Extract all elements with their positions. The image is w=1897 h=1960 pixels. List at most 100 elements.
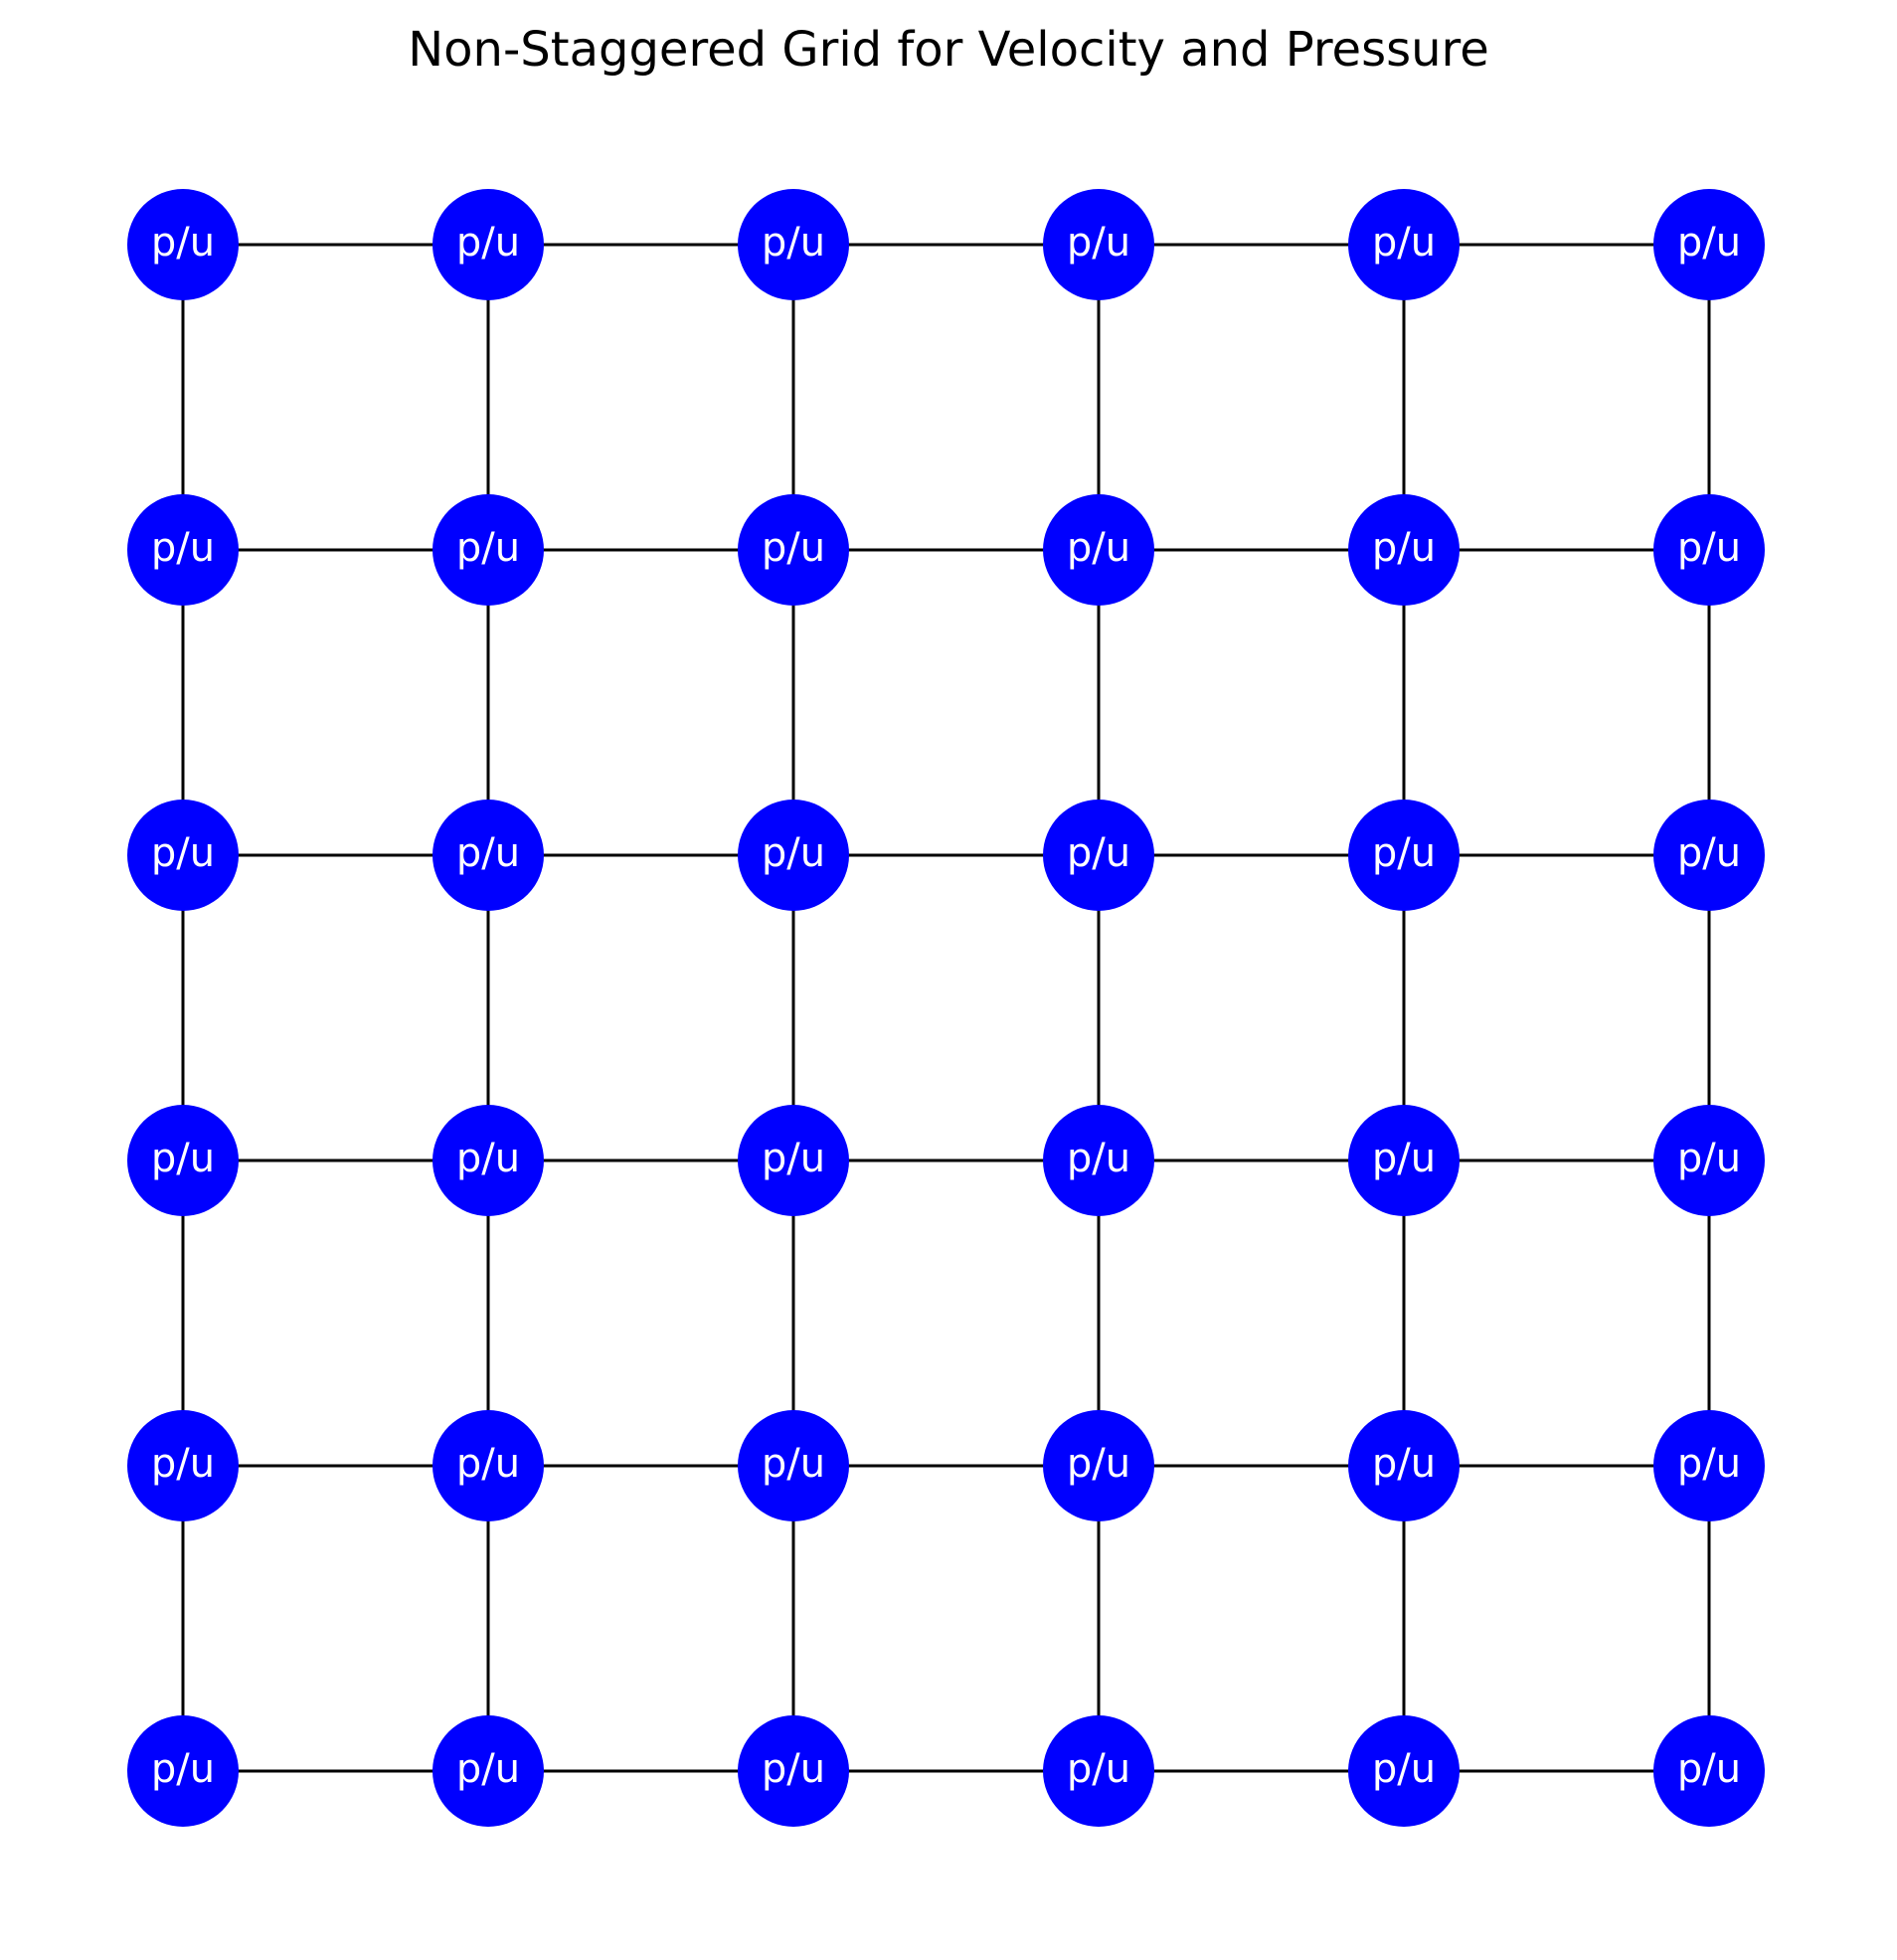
- grid-node: p/u: [1348, 189, 1460, 300]
- grid-node: p/u: [1043, 800, 1154, 911]
- node-label: p/u: [1372, 1746, 1436, 1792]
- node-circle: [1043, 1105, 1154, 1216]
- node-circle: [1348, 1715, 1460, 1827]
- grid-node: p/u: [1348, 1105, 1460, 1216]
- grid-node: p/u: [1348, 1715, 1460, 1827]
- grid-node: p/u: [1653, 1715, 1765, 1827]
- node-label: p/u: [1677, 220, 1741, 266]
- node-circle: [1653, 1715, 1765, 1827]
- node-circle: [432, 1410, 544, 1521]
- grid-node: p/u: [1348, 800, 1460, 911]
- node-label: p/u: [456, 1136, 520, 1181]
- node-circle: [1653, 1105, 1765, 1216]
- grid-node: p/u: [1653, 189, 1765, 300]
- node-circle: [127, 1105, 239, 1216]
- node-circle: [1653, 800, 1765, 911]
- node-label: p/u: [456, 1746, 520, 1792]
- grid-node: p/u: [432, 800, 544, 911]
- grid-node: p/u: [1043, 1410, 1154, 1521]
- node-circle: [432, 189, 544, 300]
- node-label: p/u: [762, 830, 825, 876]
- node-label: p/u: [1677, 525, 1741, 571]
- node-circle: [738, 1715, 849, 1827]
- node-circle: [432, 494, 544, 606]
- node-label: p/u: [1067, 1441, 1130, 1487]
- node-label: p/u: [1677, 1441, 1741, 1487]
- node-label: p/u: [1372, 1136, 1436, 1181]
- grid-node: p/u: [1653, 494, 1765, 606]
- grid-node: p/u: [127, 1105, 239, 1216]
- grid-node: p/u: [432, 1715, 544, 1827]
- grid-node: p/u: [1653, 1105, 1765, 1216]
- grid-node: p/u: [432, 189, 544, 300]
- node-circle: [1348, 189, 1460, 300]
- node-label: p/u: [151, 830, 215, 876]
- node-circle: [1043, 800, 1154, 911]
- node-label: p/u: [762, 1746, 825, 1792]
- node-circle: [738, 1410, 849, 1521]
- node-label: p/u: [1372, 830, 1436, 876]
- node-label: p/u: [762, 220, 825, 266]
- node-label: p/u: [1067, 525, 1130, 571]
- grid-nodes: p/u p/u p/u p/u p/u p/u p/u p/u p/u p/u p/u p/u p/u p…: [127, 189, 1765, 1827]
- node-label: p/u: [1067, 1136, 1130, 1181]
- node-label: p/u: [1677, 1746, 1741, 1792]
- diagram-title: Non-Staggered Grid for Velocity and Pres…: [408, 22, 1489, 78]
- node-circle: [738, 1105, 849, 1216]
- grid-node: p/u: [432, 1105, 544, 1216]
- node-label: p/u: [762, 1136, 825, 1181]
- node-circle: [1043, 189, 1154, 300]
- node-circle: [738, 189, 849, 300]
- node-circle: [738, 800, 849, 911]
- grid-node: p/u: [1348, 494, 1460, 606]
- node-label: p/u: [456, 525, 520, 571]
- grid-node: p/u: [738, 189, 849, 300]
- node-circle: [1653, 1410, 1765, 1521]
- node-circle: [1348, 800, 1460, 911]
- grid-node: p/u: [738, 800, 849, 911]
- node-circle: [1348, 1410, 1460, 1521]
- node-circle: [1653, 494, 1765, 606]
- node-circle: [127, 1410, 239, 1521]
- node-circle: [127, 800, 239, 911]
- grid-node: p/u: [432, 1410, 544, 1521]
- node-label: p/u: [456, 220, 520, 266]
- node-label: p/u: [151, 1136, 215, 1181]
- node-circle: [738, 494, 849, 606]
- node-label: p/u: [151, 525, 215, 571]
- grid-node: p/u: [738, 1105, 849, 1216]
- grid-node: p/u: [738, 494, 849, 606]
- grid-node: p/u: [127, 1410, 239, 1521]
- node-circle: [1043, 1410, 1154, 1521]
- node-label: p/u: [1372, 220, 1436, 266]
- node-circle: [127, 189, 239, 300]
- node-label: p/u: [1067, 830, 1130, 876]
- grid-node: p/u: [1348, 1410, 1460, 1521]
- grid-node: p/u: [738, 1410, 849, 1521]
- node-label: p/u: [456, 1441, 520, 1487]
- grid-node: p/u: [432, 494, 544, 606]
- node-circle: [432, 1105, 544, 1216]
- node-label: p/u: [151, 1746, 215, 1792]
- node-label: p/u: [1372, 1441, 1436, 1487]
- grid-node: p/u: [1043, 494, 1154, 606]
- node-circle: [1348, 494, 1460, 606]
- node-label: p/u: [1067, 1746, 1130, 1792]
- node-label: p/u: [1372, 525, 1436, 571]
- grid-node: p/u: [127, 800, 239, 911]
- grid-node: p/u: [127, 1715, 239, 1827]
- node-circle: [1043, 1715, 1154, 1827]
- node-circle: [1653, 189, 1765, 300]
- grid-node: p/u: [1043, 1715, 1154, 1827]
- node-label: p/u: [151, 1441, 215, 1487]
- grid-node: p/u: [127, 189, 239, 300]
- grid-node: p/u: [738, 1715, 849, 1827]
- node-circle: [1348, 1105, 1460, 1216]
- node-label: p/u: [762, 525, 825, 571]
- node-label: p/u: [1677, 1136, 1741, 1181]
- node-circle: [127, 494, 239, 606]
- grid-node: p/u: [1043, 1105, 1154, 1216]
- node-circle: [1043, 494, 1154, 606]
- node-label: p/u: [1677, 830, 1741, 876]
